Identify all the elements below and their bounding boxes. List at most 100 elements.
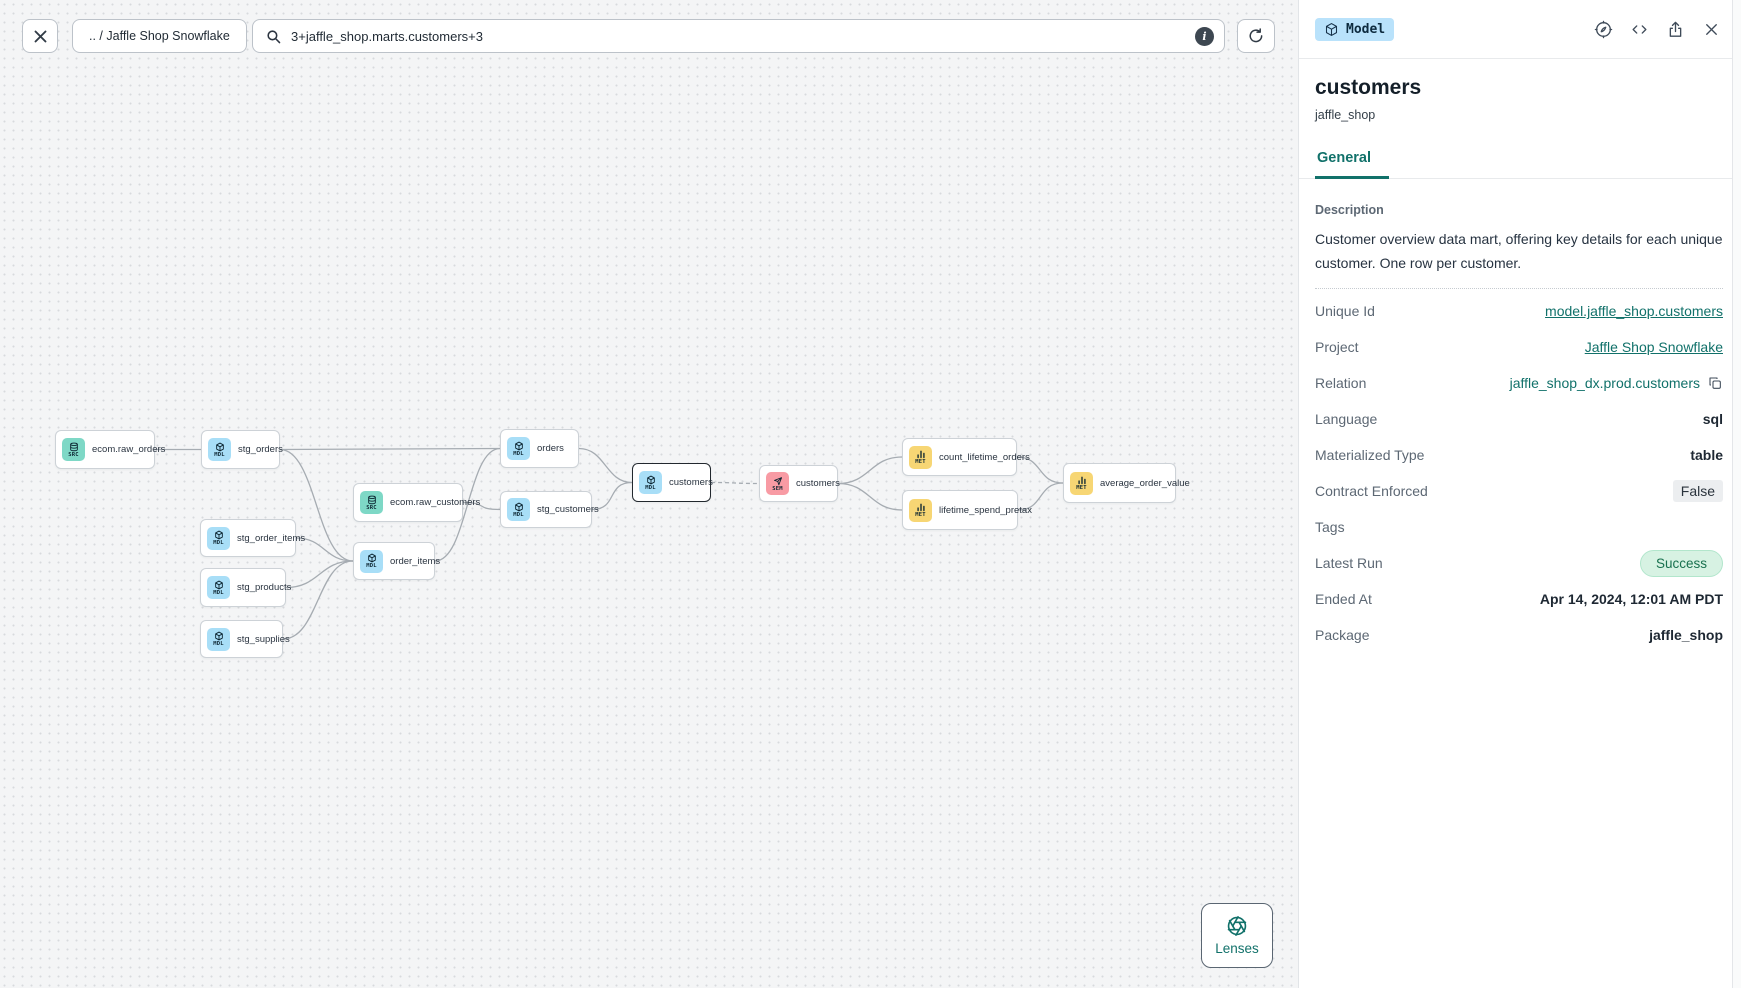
lenses-button[interactable]: Lenses xyxy=(1201,903,1273,968)
badge-label: Model xyxy=(1346,21,1386,37)
refresh-button[interactable] xyxy=(1237,19,1275,53)
node-label: lifetime_spend_pretax xyxy=(939,504,1032,516)
met-icon: MET xyxy=(1070,471,1093,495)
field-label: Tags xyxy=(1315,519,1345,535)
node-stg_products[interactable]: MDL stg_products xyxy=(200,568,291,607)
node-label: stg_orders xyxy=(238,444,283,455)
status-badge: False xyxy=(1672,480,1723,502)
node-label: stg_supplies xyxy=(237,633,290,645)
copy-icon[interactable] xyxy=(1707,375,1723,391)
mdl-icon: MDL xyxy=(207,576,230,599)
share-icon[interactable] xyxy=(1666,20,1685,39)
field-label: Materialized Type xyxy=(1315,447,1425,463)
field-label: Language xyxy=(1315,411,1378,427)
field-value-link[interactable]: model.jaffle_shop.customers xyxy=(1545,303,1723,319)
field-label: Relation xyxy=(1315,375,1367,391)
success-badge: Success xyxy=(1639,549,1723,577)
mdl-icon: MDL xyxy=(507,498,530,521)
node-label: customers xyxy=(796,478,840,489)
field-label: Project xyxy=(1315,339,1359,355)
edge-stg_orders-to-order_items xyxy=(279,448,354,562)
field-value-link[interactable]: jaffle_shop_dx.prod.customers xyxy=(1510,375,1723,391)
mdl-icon: MDL xyxy=(360,549,383,573)
explore-compass-icon[interactable] xyxy=(1594,20,1613,39)
lenses-label: Lenses xyxy=(1215,941,1259,956)
lineage-edges xyxy=(155,447,1064,640)
edge-stg_supplies-to-order_items xyxy=(282,560,354,640)
node-ecom_raw_orders[interactable]: SRC ecom.raw_orders xyxy=(55,430,165,469)
field-label: Ended At xyxy=(1315,591,1372,607)
node-stg_orders[interactable]: MDL stg_orders xyxy=(201,430,283,469)
edge-ecom_raw_customers-to-stg_customers xyxy=(462,501,501,511)
panel-scrollbar[interactable] xyxy=(1732,0,1741,988)
node-stg_supplies[interactable]: MDL stg_supplies xyxy=(200,620,290,658)
close-lineage-button[interactable] xyxy=(22,19,58,53)
node-average_order_value[interactable]: MET average_order_value xyxy=(1063,463,1190,503)
node-count_lifetime_orders[interactable]: MET count_lifetime_orders xyxy=(902,438,1030,476)
tabs-row: General xyxy=(1299,126,1741,179)
search-input[interactable] xyxy=(291,28,1195,44)
field-row-project: Project Jaffle Shop Snowflake xyxy=(1315,329,1723,365)
breadcrumb[interactable]: .. / Jaffle Shop Snowflake xyxy=(72,19,247,53)
src-icon: SRC xyxy=(62,438,85,461)
field-label: Package xyxy=(1315,627,1370,643)
search-icon xyxy=(265,28,282,45)
edge-stg_order_items-to-order_items xyxy=(295,537,354,562)
field-row-language: Language sql xyxy=(1315,401,1723,437)
node-label: stg_products xyxy=(237,582,292,593)
edge-count_lifetime_orders-to-average_order_value xyxy=(1016,456,1064,484)
page-title: customers xyxy=(1315,76,1422,99)
mdl-icon: MDL xyxy=(208,438,231,461)
field-value: jaffle_shop xyxy=(1649,627,1723,643)
node-customers_sem[interactable]: SEM customers xyxy=(759,465,840,502)
close-icon xyxy=(33,29,48,44)
edge-orders-to-customers xyxy=(578,447,633,484)
sem-icon: SEM xyxy=(766,472,789,495)
edge-customers_sem-to-count_lifetime_orders xyxy=(837,456,903,485)
mdl-icon: MDL xyxy=(507,437,530,460)
edge-order_items-to-orders xyxy=(434,447,501,562)
edge-customers_sem-to-lifetime_spend_pretax xyxy=(837,482,903,511)
field-row-ended-at: Ended At Apr 14, 2024, 12:01 AM PDT xyxy=(1315,581,1723,617)
node-orders[interactable]: MDL orders xyxy=(500,429,579,468)
mdl-icon: MDL xyxy=(207,627,230,651)
mdl-icon: MDL xyxy=(639,471,662,494)
node-stg_order_items[interactable]: MDL stg_order_items xyxy=(200,519,305,557)
field-row-materialized-type: Materialized Type table xyxy=(1315,437,1723,473)
node-label: orders xyxy=(537,443,564,454)
field-value: sql xyxy=(1702,411,1723,427)
edge-lifetime_spend_pretax-to-average_order_value xyxy=(1017,482,1064,511)
description-text: Customer overview data mart, offering ke… xyxy=(1315,231,1723,271)
node-label: stg_order_items xyxy=(237,532,306,544)
field-value: table xyxy=(1690,447,1723,463)
met-icon: MET xyxy=(909,445,932,469)
search-bar[interactable]: i xyxy=(252,19,1225,53)
field-value: Apr 14, 2024, 12:01 AM PDT xyxy=(1539,591,1723,607)
resource-type-badge: Model xyxy=(1315,17,1395,41)
field-value: False xyxy=(1672,480,1723,502)
edge-customers-to-customers_sem xyxy=(710,481,760,485)
field-row-tags: Tags xyxy=(1315,509,1723,545)
mdl-icon: MDL xyxy=(207,526,230,550)
field-label: Latest Run xyxy=(1315,555,1383,571)
field-value-link[interactable]: Jaffle Shop Snowflake xyxy=(1584,339,1723,355)
node-label: average_order_value xyxy=(1100,477,1190,489)
edge-stg_orders-to-orders xyxy=(279,447,501,451)
aperture-icon xyxy=(1227,916,1247,936)
node-label: ecom.raw_orders xyxy=(92,444,166,455)
node-label: count_lifetime_orders xyxy=(939,451,1030,463)
edge-stg_customers-to-customers xyxy=(591,481,633,511)
divider xyxy=(1315,288,1723,289)
code-view-icon[interactable] xyxy=(1630,20,1649,39)
close-panel-icon[interactable] xyxy=(1702,20,1721,39)
tab-general[interactable]: General xyxy=(1315,144,1389,179)
info-icon[interactable]: i xyxy=(1195,26,1214,46)
